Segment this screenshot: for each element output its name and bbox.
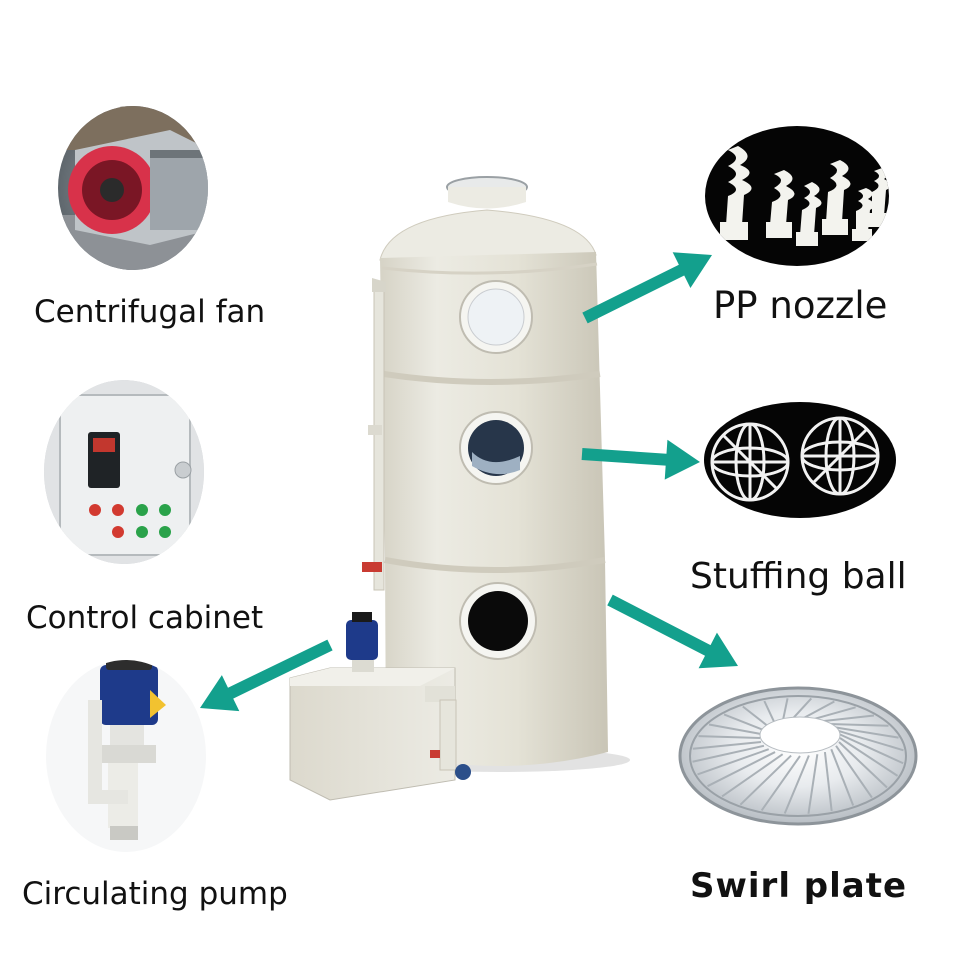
- swirl-blade: [824, 722, 889, 727]
- swirl-blade: [692, 741, 762, 750]
- swirl-blade: [807, 754, 819, 814]
- swirl-blade: [739, 754, 792, 806]
- swirl-blade: [838, 733, 904, 765]
- arrow-to-pp-nozzle: [582, 252, 712, 324]
- tank-pump: [346, 612, 378, 672]
- centrifugal-fan-image: [58, 106, 208, 270]
- swirl-blade: [823, 751, 833, 812]
- swirl-blade: [835, 729, 904, 752]
- swirl-blade: [760, 755, 801, 812]
- swirl-blade: [707, 751, 776, 788]
- label-pp-nozzle: PP nozzle: [713, 284, 888, 327]
- swirl-blade: [698, 735, 761, 739]
- swirl-blade: [831, 725, 899, 739]
- swirl-blade: [721, 753, 784, 798]
- label-centrifugal-fan: Centrifugal fan: [34, 294, 266, 330]
- label-swirl-plate: Swirl plate: [690, 866, 908, 906]
- swirl-blade: [839, 737, 899, 777]
- swirl-blade: [692, 744, 765, 763]
- swirl-blade: [817, 714, 875, 723]
- swirl-blade: [697, 748, 770, 776]
- circulation-tank: [289, 667, 471, 801]
- stuffing-ball-image: [704, 402, 896, 518]
- circulating-pump-image: [46, 660, 206, 852]
- scrubber-tower: [289, 176, 630, 801]
- swirl-blade: [830, 748, 855, 806]
- swirl-blade: [723, 713, 765, 732]
- label-stuffing-ball: Stuffing ball: [690, 556, 907, 597]
- swirl-blade: [835, 745, 873, 799]
- label-control-cabinet: Control cabinet: [26, 600, 264, 636]
- swirl-blade: [781, 698, 789, 722]
- swirl-blade: [783, 755, 810, 814]
- window-bottom: [459, 582, 537, 660]
- pp-nozzle-image: [705, 126, 889, 266]
- window-middle: [459, 411, 533, 485]
- swirl-blade: [838, 741, 888, 789]
- swirl-plate-image: [678, 686, 918, 826]
- arrow-to-circulating-pump: [200, 639, 333, 712]
- swirl-blade: [763, 700, 776, 725]
- arrow-to-stuffing-ball: [581, 439, 700, 480]
- control-cabinet-image: [44, 380, 204, 564]
- window-top: [459, 280, 533, 354]
- swirl-blade: [708, 723, 762, 735]
- label-circulating-pump: Circulating pump: [22, 876, 288, 912]
- arrow-to-swirl-plate: [607, 594, 738, 669]
- swirl-blade: [742, 705, 770, 728]
